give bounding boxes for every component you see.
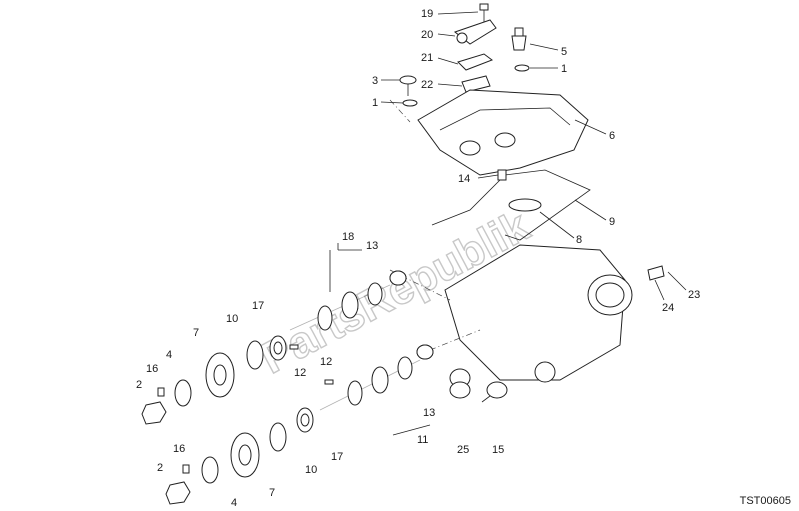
plug-14 xyxy=(497,169,507,181)
cap-13-lower xyxy=(416,344,434,360)
bolt-3 xyxy=(399,75,417,96)
label-4-lower: 4 xyxy=(231,497,237,509)
label-2-lower: 2 xyxy=(157,462,163,474)
label-17-upper: 17 xyxy=(252,300,264,312)
label-9: 9 xyxy=(609,216,615,228)
label-21: 21 xyxy=(421,52,433,64)
gasket-21 xyxy=(457,53,494,71)
seal-8 xyxy=(508,198,542,212)
label-13-upper: 13 xyxy=(366,240,378,252)
bolt-16-lower xyxy=(182,464,190,474)
pin-15 xyxy=(481,381,508,403)
label-7-upper: 7 xyxy=(193,327,199,339)
axis-line-camshaft-lower xyxy=(429,329,481,351)
label-7-lower: 7 xyxy=(269,487,275,499)
washer-1-right xyxy=(514,64,530,72)
bracket-line-18 xyxy=(329,243,362,292)
plate-4-lower xyxy=(201,456,219,484)
nut-2-lower xyxy=(165,481,191,505)
gasket-9 xyxy=(431,169,591,241)
axis-line-camshaft-upper xyxy=(389,269,451,301)
label-16-lower: 16 xyxy=(173,443,185,455)
label-4-upper: 4 xyxy=(166,349,172,361)
sensor-24 xyxy=(647,265,665,281)
label-2-upper: 2 xyxy=(136,379,142,391)
camshaft-lower xyxy=(319,344,434,411)
plate-4-upper xyxy=(174,379,192,407)
label-25: 25 xyxy=(457,444,469,456)
bearing-17-lower xyxy=(296,407,314,433)
label-5: 5 xyxy=(561,46,567,58)
label-12-upper: 12 xyxy=(294,367,306,379)
bolt-19 xyxy=(479,3,489,22)
bolt-5 xyxy=(511,27,527,51)
label-23: 23 xyxy=(688,289,700,301)
bearing-10-upper xyxy=(246,340,264,370)
washer-1-left xyxy=(402,99,418,107)
label-18: 18 xyxy=(342,231,354,243)
drawing-code: TST00605 xyxy=(739,495,791,507)
label-24: 24 xyxy=(662,302,674,314)
label-10-lower: 10 xyxy=(305,464,317,476)
label-1-right: 1 xyxy=(561,63,567,75)
label-17-lower: 17 xyxy=(331,451,343,463)
gear-7-lower xyxy=(230,432,260,478)
label-3: 3 xyxy=(372,75,378,87)
label-15: 15 xyxy=(492,444,504,456)
nut-2-upper xyxy=(141,401,167,425)
part-labels: 19 20 21 22 3 1 5 1 6 14 9 8 18 13 7 10 … xyxy=(136,8,700,509)
label-13-lower: 13 xyxy=(423,407,435,419)
cylinder-head xyxy=(444,244,633,383)
label-6: 6 xyxy=(609,130,615,142)
spacer-22 xyxy=(461,75,491,93)
bracket-20 xyxy=(453,19,497,45)
dowel-12-upper xyxy=(289,344,299,350)
label-20: 20 xyxy=(421,29,433,41)
head-cover-6 xyxy=(417,89,589,176)
cap-13-upper xyxy=(389,270,407,286)
dowel-12-lower xyxy=(324,379,334,385)
label-19: 19 xyxy=(421,8,433,20)
gear-7-upper xyxy=(205,352,235,398)
label-12-lower: 12 xyxy=(320,356,332,368)
label-22: 22 xyxy=(421,79,433,91)
bracket-line-11 xyxy=(392,424,431,436)
plug-25 xyxy=(449,368,471,399)
label-16-upper: 16 xyxy=(146,363,158,375)
bearing-10-lower xyxy=(269,422,287,452)
bolt-16-upper xyxy=(157,387,165,397)
axis-line-top xyxy=(389,99,411,123)
label-8: 8 xyxy=(576,234,582,246)
label-11: 11 xyxy=(417,434,428,446)
label-10-upper: 10 xyxy=(226,313,238,325)
label-14: 14 xyxy=(458,173,470,185)
label-1-left: 1 xyxy=(372,97,378,109)
bearing-17-upper xyxy=(269,335,287,361)
leader-lines xyxy=(380,11,687,301)
